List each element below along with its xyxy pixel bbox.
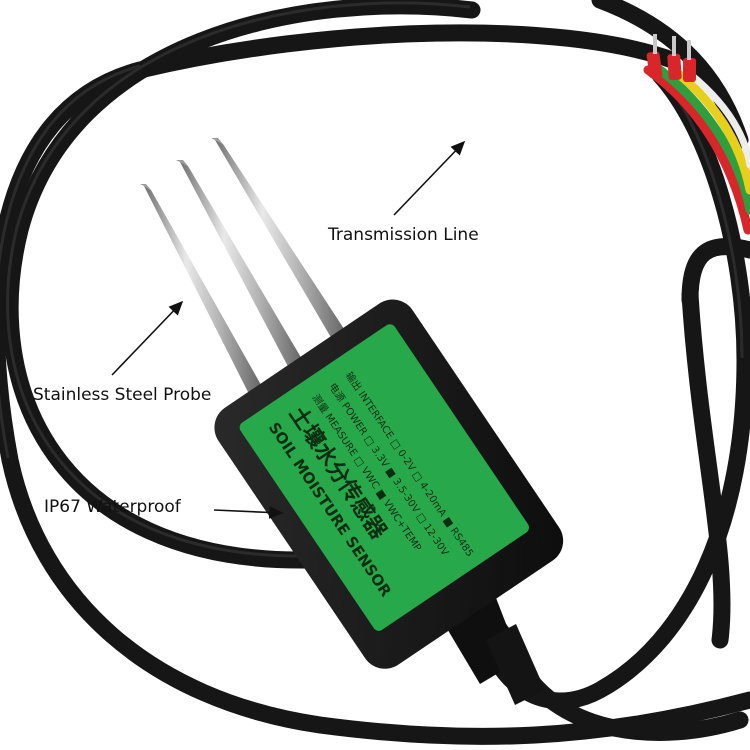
stainless-probes — [140, 138, 350, 400]
callout-stainless-probe: Stainless Steel Probe — [33, 385, 212, 405]
callout-arrows — [111, 140, 466, 519]
sensor-housing: SOIL MOISTURE SENSOR 土壤水分传感器 测量 MEASURE … — [214, 299, 564, 669]
wire-leads — [643, 34, 750, 235]
label-plate — [239, 324, 529, 631]
callout-transmission-line: Transmission Line — [328, 225, 479, 245]
callout-ip67-waterproof: IP67 Waterproof — [44, 497, 181, 517]
